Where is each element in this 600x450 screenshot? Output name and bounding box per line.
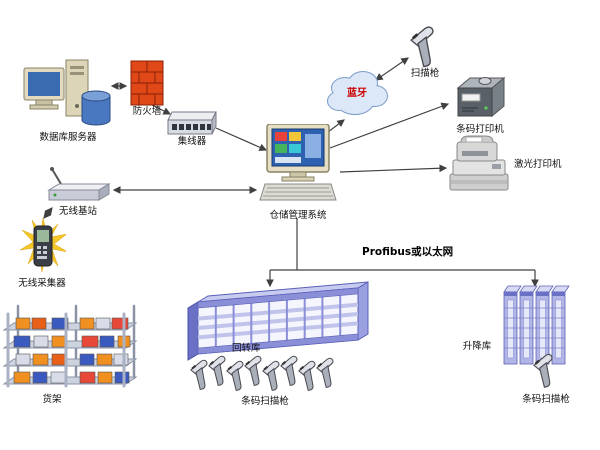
wireless-base-station-icon <box>47 167 111 201</box>
node-carousel-warehouse: 回转库 <box>180 278 370 370</box>
barcode-scanner-group-label: 条码扫描枪 <box>241 396 289 407</box>
wireless-collector-icon <box>19 217 66 273</box>
database-server-label: 数据库服务器 <box>39 132 97 143</box>
lift-warehouse-icon <box>503 285 570 365</box>
node-barcode-scanner-group: 条码扫描枪 <box>190 348 340 408</box>
wms-computer-icon <box>259 124 337 201</box>
node-barcode-printer: 条码打印机 <box>450 68 510 136</box>
firewall-icon <box>130 60 164 106</box>
handheld-scanner-label: 扫描枪 <box>410 68 440 79</box>
carousel-warehouse-label: 回转库 <box>232 343 261 354</box>
handheld-scanner-icon <box>409 25 435 68</box>
barcode-printer-icon <box>456 76 506 118</box>
firewall-label: 防火墙 <box>132 106 162 117</box>
storage-rack-icon <box>2 304 138 388</box>
storage-rack-label: 货架 <box>42 394 62 405</box>
barcode-printer-label: 条码打印机 <box>456 124 504 135</box>
node-database-server: 数据库服务器 <box>20 58 116 144</box>
barcode-scanner-single-icon <box>532 353 554 389</box>
node-wms-workstation: 仓储管理系统 <box>258 124 338 222</box>
wireless-base-station-label: 无线基站 <box>58 206 97 217</box>
node-wireless-collector: 无线采集器 <box>16 214 68 290</box>
node-bluetooth-cloud: 蓝牙 <box>324 68 390 122</box>
barcode-scanner-single-label: 条码扫描枪 <box>522 394 570 405</box>
bluetooth-cloud-label: 蓝牙 <box>347 88 367 99</box>
node-barcode-scanner-single: 条码扫描枪 <box>522 350 570 406</box>
laser-printer-label: 激光打印机 <box>514 159 562 170</box>
edge-wms-laser-printer <box>339 164 448 173</box>
wireless-collector-label: 无线采集器 <box>18 278 66 289</box>
hub-label: 集线器 <box>177 136 207 147</box>
hub-icon <box>167 111 217 135</box>
database-server-icon <box>23 59 111 126</box>
node-storage-rack: 货架 <box>0 298 140 406</box>
node-laser-printer: 激光打印机 <box>448 134 562 194</box>
laser-printer-icon <box>449 135 509 191</box>
node-handheld-scanner: 扫描枪 <box>402 24 448 80</box>
node-lift-warehouse: 升降库 <box>463 280 570 370</box>
barcode-scanner-group-icons <box>190 355 335 392</box>
cloud-icon <box>327 71 388 115</box>
bus-label: Profibus或以太网 <box>362 246 454 258</box>
node-wireless-base-station: 无线基站 <box>44 166 112 218</box>
node-hub: 集线器 <box>165 106 219 148</box>
lift-warehouse-label: 升降库 <box>462 341 492 352</box>
node-firewall: 防火墙 <box>127 60 167 118</box>
carousel-warehouse-icon <box>187 281 369 361</box>
wms-workstation-label: 仓储管理系统 <box>269 210 327 221</box>
